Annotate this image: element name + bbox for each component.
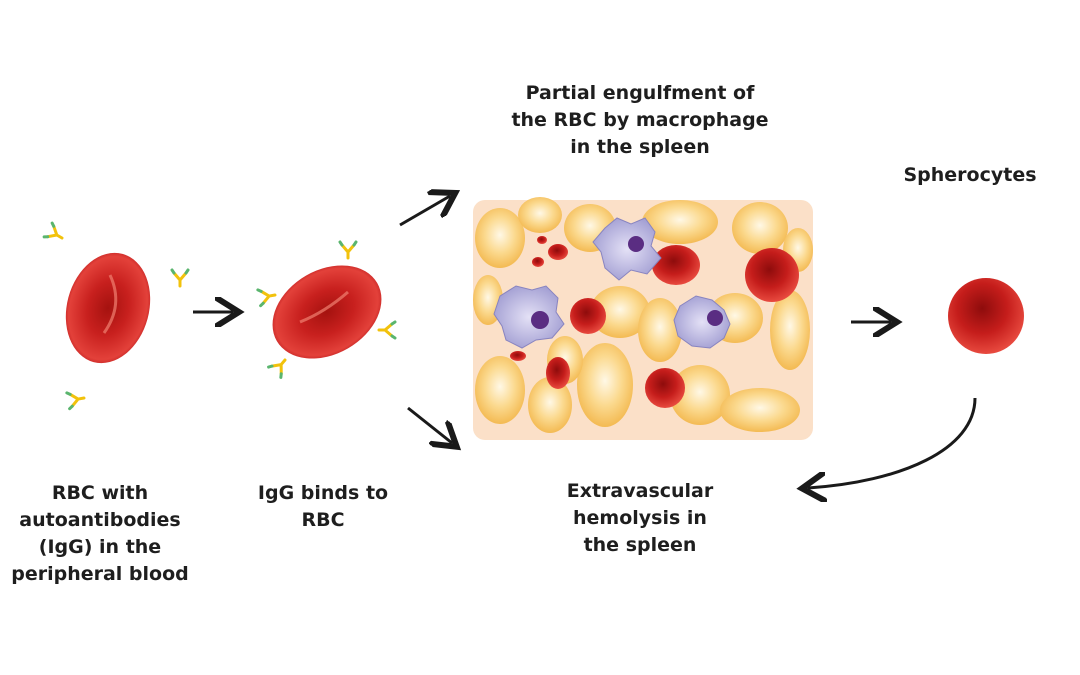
label-rbc-autoantibodies: RBC with autoantibodies (IgG) in the per… [11,482,189,585]
macrophage-icon [493,285,565,349]
macrophage-icon [673,295,731,349]
macrophage-icon [592,217,662,281]
spleen-rbcs [510,236,799,408]
arrow-icon [407,406,452,443]
label-partial-engulfment: Partial engulfment of the RBC by macroph… [511,82,769,158]
spherocyte-icon [948,278,1024,354]
label-igg-binds: IgG binds to RBC [257,482,389,531]
arrow-icon [399,196,450,227]
rbc-icon [272,265,382,359]
label-extravascular-hemolysis: Extravascular hemolysis in the spleen [566,480,714,556]
rbc-icon [65,252,151,364]
label-spherocytes: Spherocytes [903,164,1037,186]
spleen-panel [473,197,813,440]
arrow-icon [808,397,977,488]
